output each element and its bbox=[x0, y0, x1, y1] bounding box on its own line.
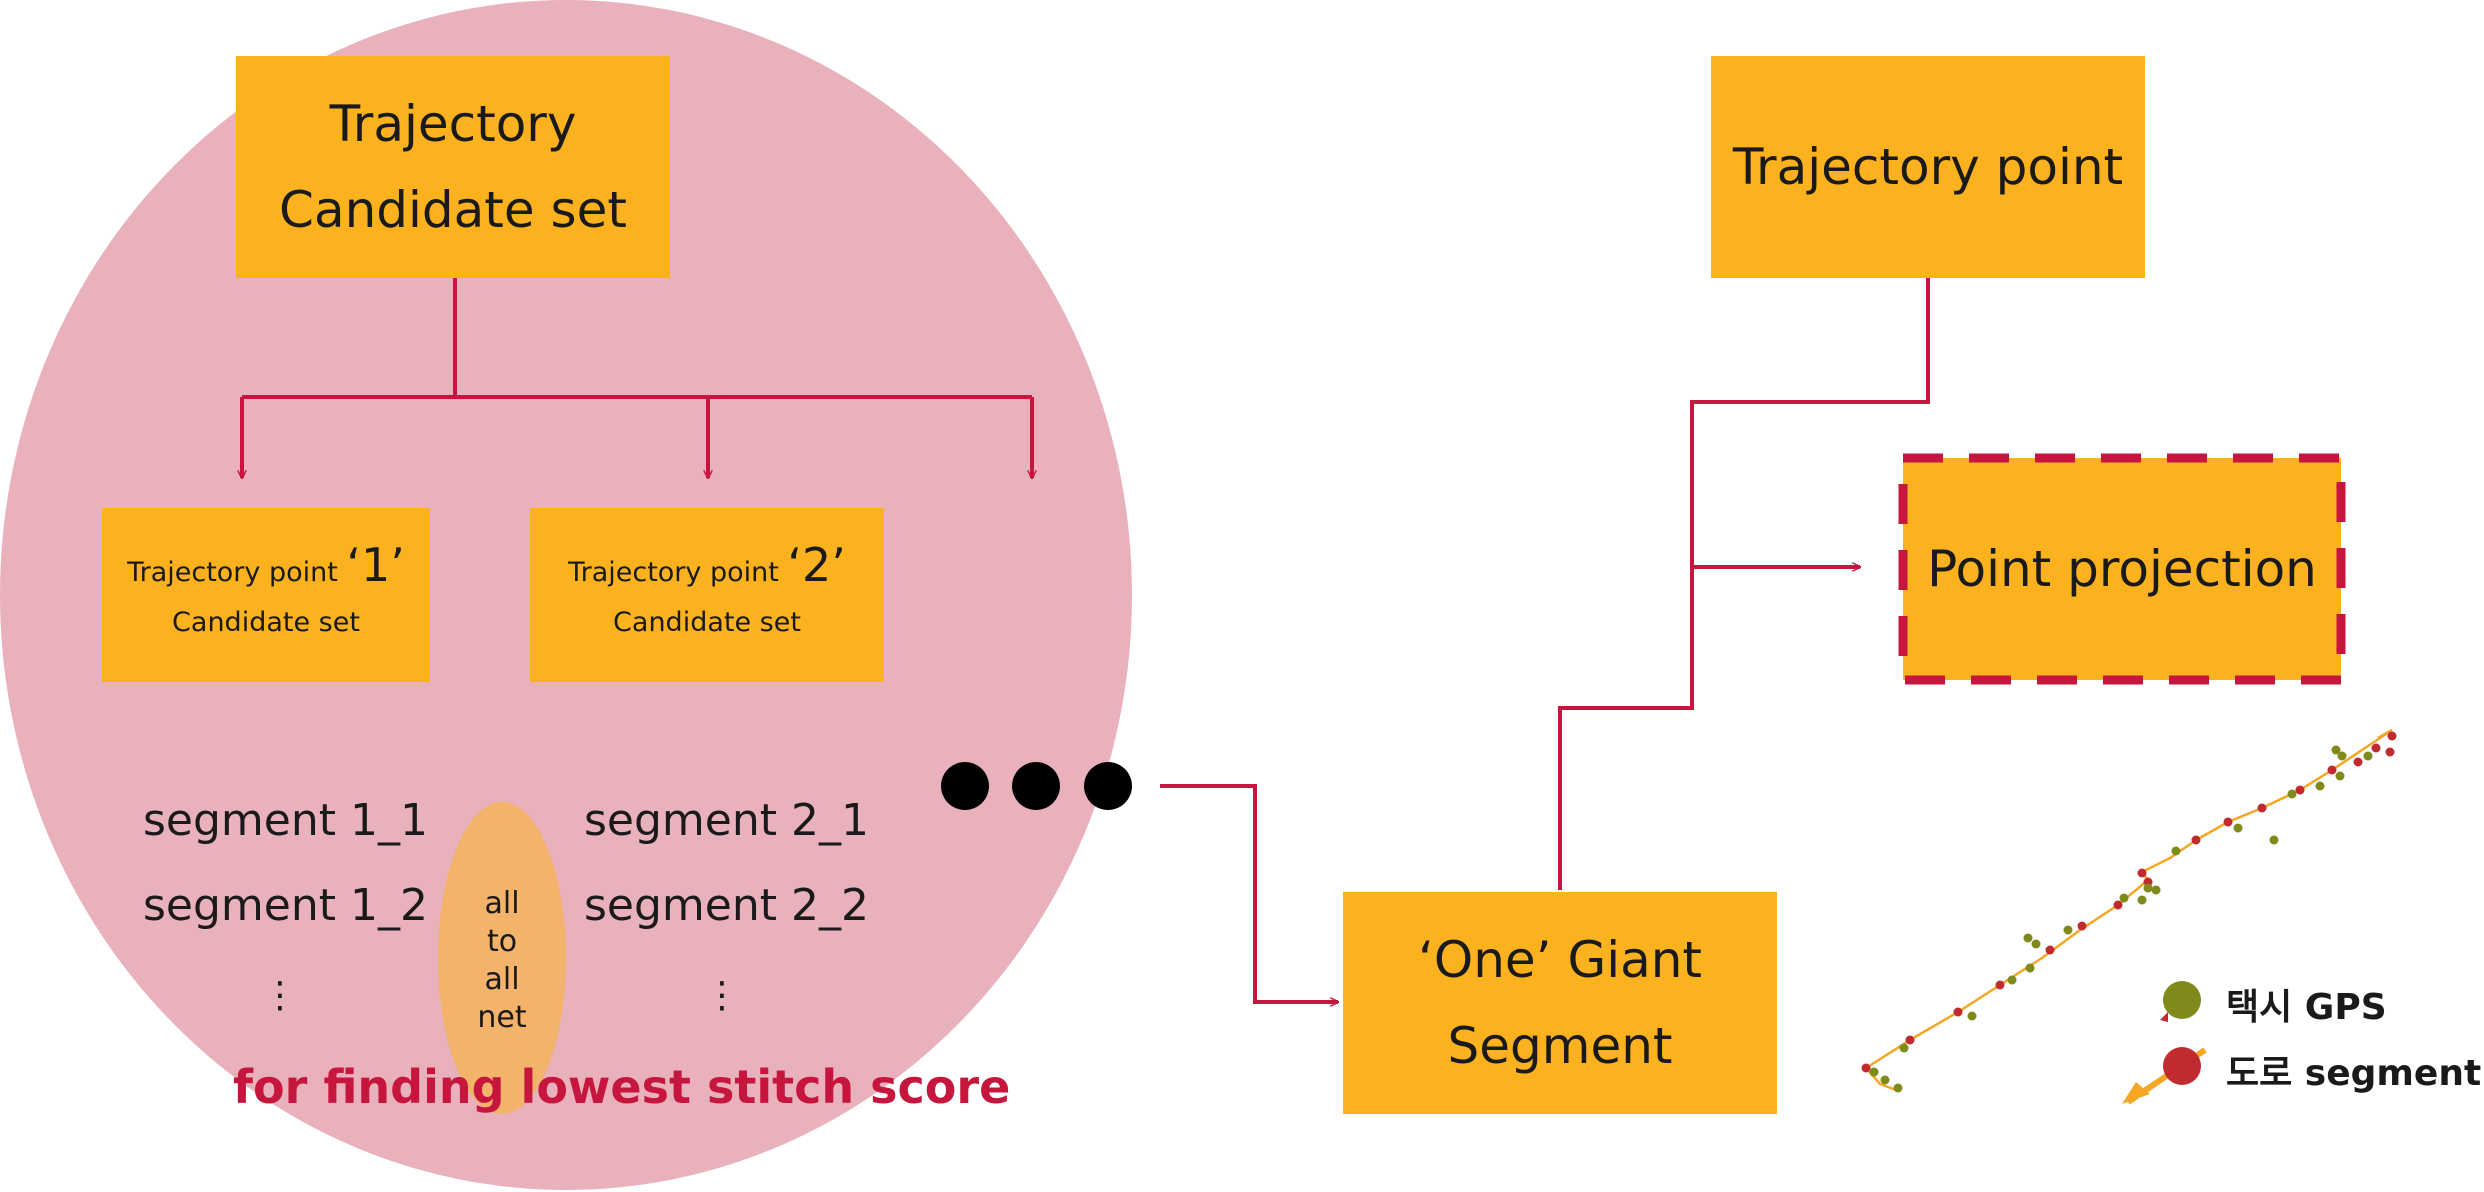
trajectory-point-box: Trajectory point bbox=[1711, 56, 2145, 278]
one-giant-segment-box: ‘One’ Giant Segment bbox=[1343, 892, 1777, 1114]
legend-gps-marker bbox=[2163, 981, 2201, 1019]
trajectory-candidate-set-box: Trajectory Candidate set bbox=[236, 56, 670, 278]
legend-symbols bbox=[2122, 981, 2207, 1105]
giant-segment-line1: ‘One’ Giant bbox=[1417, 931, 1703, 989]
giant-segment-line2: Segment bbox=[1447, 1017, 1673, 1075]
segment-2-more: ⋮ bbox=[704, 975, 740, 1016]
tp1-prefix: Trajectory point bbox=[127, 557, 347, 588]
trajectory-point-2-box: Trajectory point ‘2’ Candidate set bbox=[530, 508, 884, 682]
candidate-set-line2: Candidate set bbox=[279, 181, 627, 239]
point-projection-box: Point projection bbox=[1912, 467, 2332, 671]
point-projection-label: Point projection bbox=[1927, 540, 2317, 598]
ellipsis-dots bbox=[941, 762, 1132, 810]
legend-gps-label: 택시 GPS bbox=[2226, 987, 2387, 1028]
net-ellipse bbox=[438, 802, 566, 1114]
segment-1-more: ⋮ bbox=[262, 975, 298, 1016]
giant-segment-link bbox=[1558, 278, 1930, 890]
legend-segment-label: 도로 segment bbox=[2226, 1053, 2482, 1094]
candidate-branch-arrows bbox=[242, 278, 1032, 478]
trajectory-point-label: Trajectory point bbox=[1732, 138, 2124, 196]
tp2-prefix: Trajectory point bbox=[568, 557, 788, 588]
tp1-number: ‘1’ bbox=[346, 538, 405, 592]
segment-1-2: segment 1_2 bbox=[143, 880, 428, 931]
candidate-set-line1: Trajectory bbox=[329, 95, 577, 153]
stitch-score-caption: for finding lowest stitch score bbox=[233, 1060, 1011, 1114]
all-to-all-net-label: all to all net bbox=[477, 886, 527, 1035]
legend-segment-marker bbox=[2163, 1047, 2201, 1085]
segment-2-2: segment 2_2 bbox=[584, 880, 869, 931]
tp1-candidate-set: Candidate set bbox=[172, 607, 360, 638]
segment-1-1: segment 1_1 bbox=[143, 795, 428, 846]
trajectory-inset bbox=[1861, 728, 2397, 1093]
trajectory-point-1-box: Trajectory point ‘1’ Candidate set bbox=[102, 508, 430, 682]
point-projection-dashed-border bbox=[1898, 453, 2346, 685]
tp2-number: ‘2’ bbox=[787, 538, 846, 592]
segment-2-1: segment 2_1 bbox=[584, 795, 869, 846]
arrow-to-giant-segment bbox=[1160, 784, 1338, 1002]
tp2-candidate-set: Candidate set bbox=[613, 607, 801, 638]
